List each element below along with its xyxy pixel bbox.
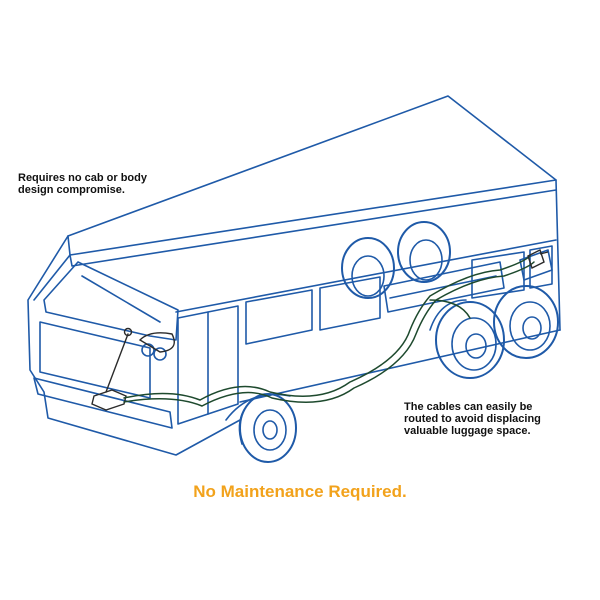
side-window-3 xyxy=(471,251,525,299)
annotation-cab-design-line1: Requires no cab or body xyxy=(18,172,147,184)
control-unit xyxy=(91,389,127,411)
retarder-cables xyxy=(123,255,535,407)
bus-grille xyxy=(39,321,151,399)
annotation-cab-design: Requires no cab or body design compromis… xyxy=(18,172,198,196)
annotation-cab-design-line2: design compromise. xyxy=(18,184,125,196)
annotation-cable-routing: The cables can easily be routed to avoid… xyxy=(404,401,584,437)
axle-upper xyxy=(383,261,505,313)
axle-lower xyxy=(389,275,497,299)
bus-side-top xyxy=(175,239,557,313)
front-wheel xyxy=(238,393,297,463)
driver-controls xyxy=(91,327,175,411)
annotation-cable-routing-line1: The cables can easily be xyxy=(404,401,533,413)
cable-branch xyxy=(429,299,471,319)
rear-wheel-bottom-right xyxy=(493,285,559,359)
bus-side-bottom xyxy=(239,329,561,403)
side-window-4 xyxy=(529,245,553,289)
rear-wheel-top-left xyxy=(341,237,395,299)
control-lever xyxy=(105,333,129,393)
rear-wheel-arch xyxy=(429,299,467,331)
headlight-right xyxy=(153,347,167,361)
cable-1 xyxy=(123,255,531,401)
bus-windshield-divider xyxy=(81,275,161,323)
slogan: No Maintenance Required. xyxy=(193,482,407,501)
rear-wheel-top-right xyxy=(397,221,451,283)
bus-roof-edge xyxy=(69,189,557,267)
bus-rear xyxy=(555,179,561,331)
rear-wheel-bottom-left xyxy=(435,301,505,379)
bus-front xyxy=(27,235,241,456)
bus-outline xyxy=(27,95,561,463)
rear-axle-assembly xyxy=(341,221,559,379)
side-window-2 xyxy=(319,276,381,331)
headlight-left xyxy=(141,343,155,357)
rear-brake-housing xyxy=(519,249,553,281)
cable-2 xyxy=(123,261,535,407)
bus-front-inner xyxy=(33,254,71,301)
dashboard xyxy=(138,332,175,353)
side-window-1 xyxy=(245,289,313,345)
bus-windshield xyxy=(43,261,179,341)
bus-door xyxy=(177,305,239,425)
annotation-cable-routing-line3: valuable luggage space. xyxy=(404,425,531,437)
annotation-cable-routing-line2: routed to avoid displacing xyxy=(404,413,541,425)
control-knob xyxy=(123,327,133,337)
rear-connector xyxy=(527,249,549,269)
